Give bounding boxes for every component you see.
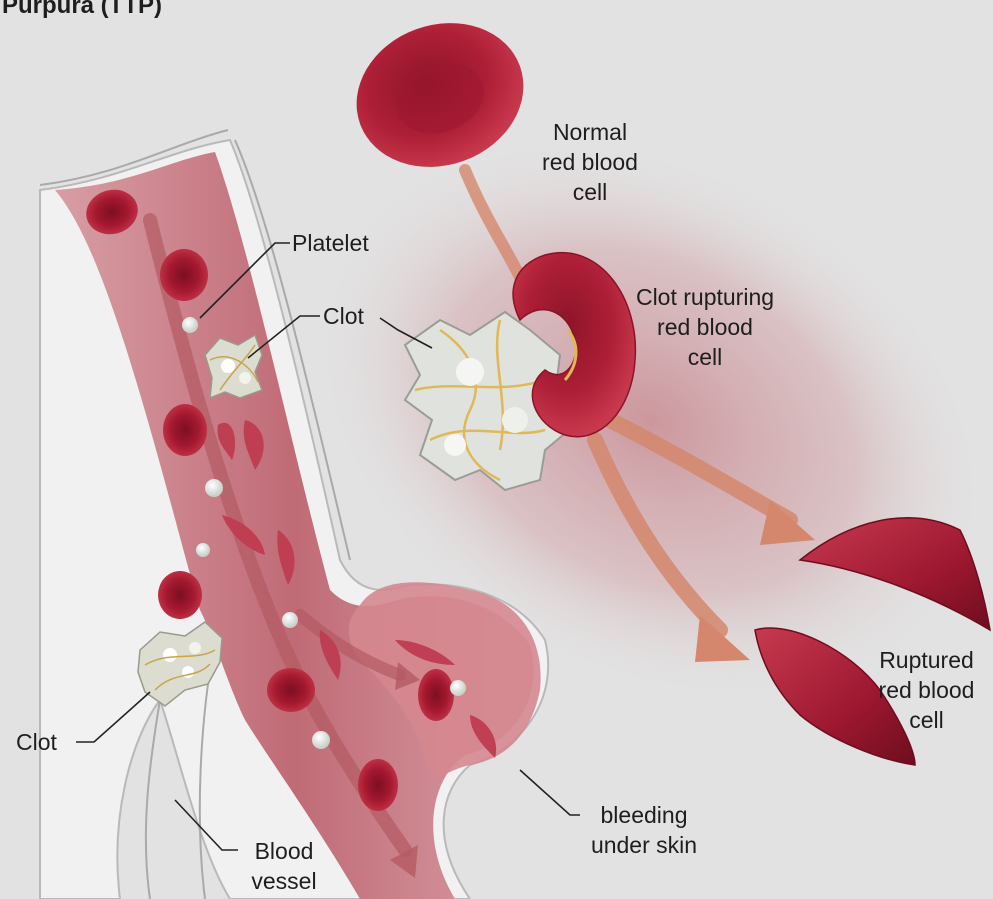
label-ruptured-line-3: cell [860,705,993,735]
label-normal-line-2: red blood [520,147,660,177]
label-ruptured-line-2: red blood [860,675,993,705]
label-clot-lower: Clot [16,727,57,757]
diagram-title: Purpura (TTP) [2,0,162,21]
label-bleeding-line-2: under skin [578,830,710,860]
label-normal-line-1: Normal [520,117,660,147]
label-rupturing-line-1: Clot rupturing [605,282,805,312]
vessel-branch-wall [146,700,160,899]
label-blood-vessel: Blood vessel [234,836,334,896]
label-bleeding-line-1: bleeding [578,800,710,830]
label-bleeding-under-skin: bleeding under skin [578,800,710,860]
label-platelet: Platelet [292,228,369,258]
label-ruptured-red-blood-cell: Ruptured red blood cell [860,645,993,735]
label-rupturing-line-2: red blood [605,312,805,342]
label-clot-rupturing-red-blood-cell: Clot rupturing red blood cell [605,282,805,372]
label-normal-line-3: cell [520,177,660,207]
label-ruptured-line-1: Ruptured [860,645,993,675]
label-vessel-line-2: vessel [234,866,334,896]
label-vessel-line-1: Blood [234,836,334,866]
label-normal-red-blood-cell: Normal red blood cell [520,117,660,207]
label-clot-upper: Clot [323,301,364,331]
leader-bleeding [520,770,580,815]
label-rupturing-line-3: cell [605,342,805,372]
vessel-clot-upper [205,335,262,398]
